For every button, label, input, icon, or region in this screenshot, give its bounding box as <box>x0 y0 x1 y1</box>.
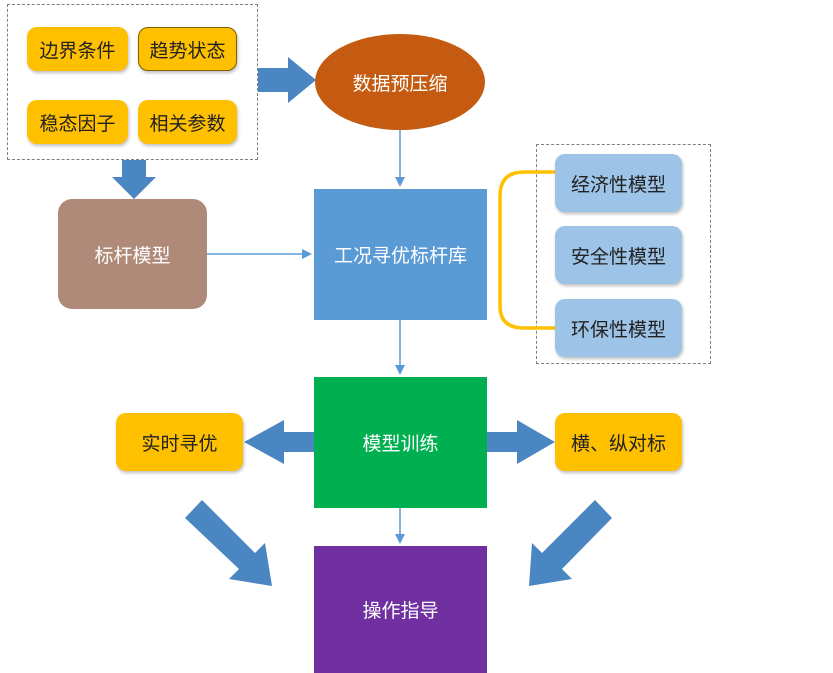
benchmark-library-box: 工况寻优标杆库 <box>314 189 487 320</box>
model-environmental: 环保性模型 <box>555 299 682 357</box>
benchmark-comparison: 横、纵对标 <box>555 413 682 471</box>
input-boundary-conditions: 边界条件 <box>27 27 128 71</box>
benchmark-model-box: 标杆模型 <box>58 199 207 309</box>
operation-guidance-box: 操作指导 <box>314 546 487 673</box>
arrow-training-to-comparison <box>487 420 555 464</box>
model-group-box <box>536 144 711 364</box>
arrow-training-to-realtime <box>244 420 314 464</box>
model-safety: 安全性模型 <box>555 226 682 284</box>
input-steady-factor: 稳态因子 <box>27 100 128 144</box>
input-related-params: 相关参数 <box>138 100 237 144</box>
model-economic: 经济性模型 <box>555 154 682 212</box>
arrow-comparison-to-guidance <box>529 500 612 586</box>
input-group-box <box>7 4 258 160</box>
realtime-optimization: 实时寻优 <box>116 413 243 471</box>
arrow-inputs-to-benchmark <box>112 160 156 199</box>
model-training-box: 模型训练 <box>314 377 487 508</box>
model-bracket <box>498 170 556 330</box>
preprocess-ellipse: 数据预压缩 <box>315 34 485 130</box>
arrow-realtime-to-guidance <box>185 500 272 586</box>
input-trend-state: 趋势状态 <box>138 27 237 71</box>
arrow-inputs-to-preprocess <box>258 57 316 103</box>
